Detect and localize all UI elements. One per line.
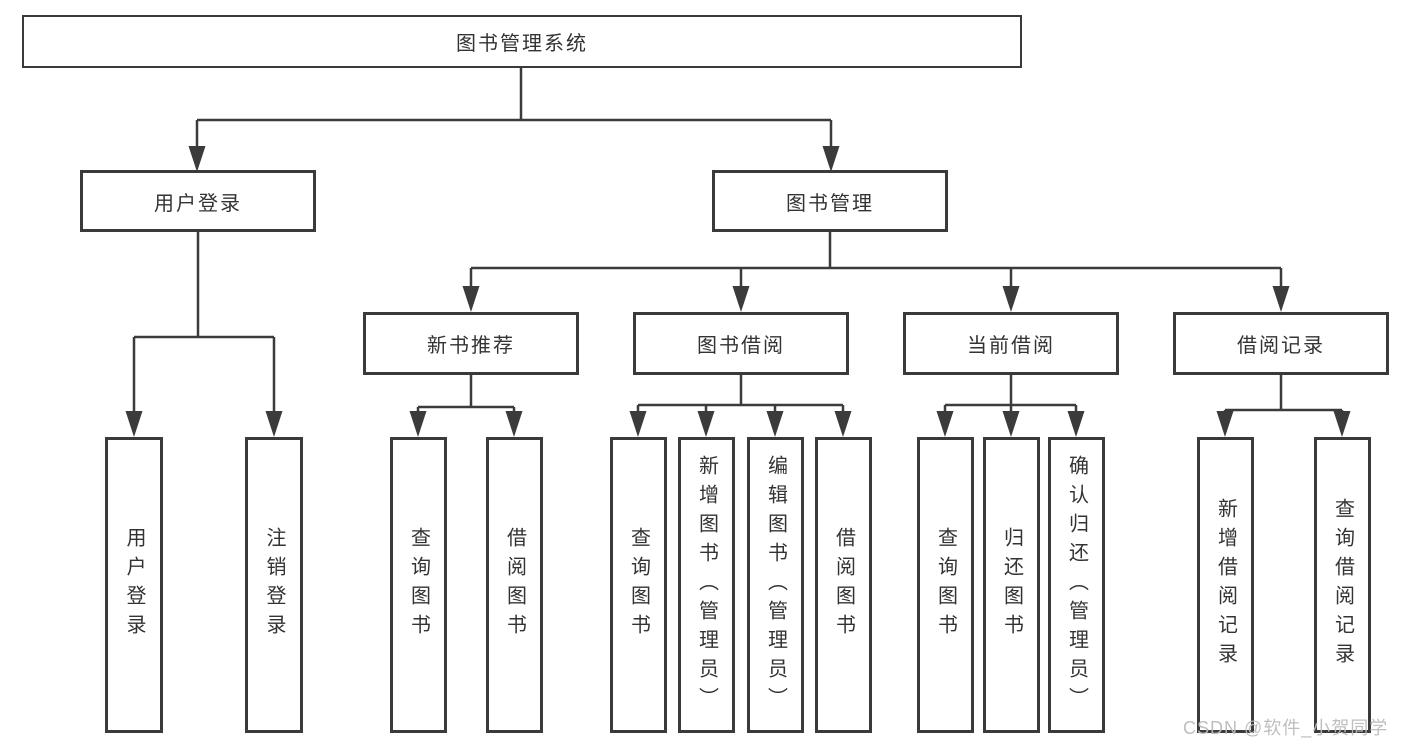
leaf-add-borrow-record: 新增借阅记录 xyxy=(1197,437,1254,733)
leaf-label: 确认归还（管理员） xyxy=(1065,454,1088,716)
connector-bookmgmt-to-level3 xyxy=(469,232,1283,292)
node-label: 用户登录 xyxy=(154,192,242,215)
leaf-logout: 注销登录 xyxy=(245,437,303,733)
leaf-label: 查询图书 xyxy=(407,527,430,643)
leaf-borrow-books: 借阅图书 xyxy=(815,437,872,733)
leaf-label: 新增图书（管理员） xyxy=(695,454,718,716)
leaf-label: 借阅图书 xyxy=(832,527,855,643)
leaf-label: 新增借阅记录 xyxy=(1214,498,1237,672)
leaf-query-books: 查询图书 xyxy=(390,437,447,733)
node-user-login: 用户登录 xyxy=(80,170,316,232)
csdn-watermark: CSDN @软件_小贺同学 xyxy=(1183,718,1389,738)
leaf-query-borrow-record: 查询借阅记录 xyxy=(1314,437,1371,733)
node-new-book-recommend: 新书推荐 xyxy=(363,312,579,375)
node-borrow-record: 借阅记录 xyxy=(1173,312,1389,375)
node-book-borrow: 图书借阅 xyxy=(633,312,849,375)
leaf-label: 查询借阅记录 xyxy=(1331,498,1354,672)
node-book-management: 图书管理 xyxy=(712,170,948,232)
leaf-label: 用户登录 xyxy=(123,527,145,643)
node-label: 图书管理系统 xyxy=(456,33,588,55)
leaf-user-login: 用户登录 xyxy=(105,437,163,733)
leaf-borrow-books: 借阅图书 xyxy=(486,437,543,733)
connector-root-to-level2 xyxy=(195,68,833,150)
leaf-return-books: 归还图书 xyxy=(983,437,1040,733)
leaf-label: 注销登录 xyxy=(263,527,285,643)
node-label: 图书借阅 xyxy=(697,335,785,357)
leaf-query-books: 查询图书 xyxy=(610,437,667,733)
node-library-management-system: 图书管理系统 xyxy=(22,15,1022,68)
node-label: 新书推荐 xyxy=(427,335,515,357)
node-current-borrow: 当前借阅 xyxy=(903,312,1119,375)
connector-borrowrecord-to-leaves xyxy=(1223,375,1344,416)
leaf-label: 编辑图书（管理员） xyxy=(764,454,787,716)
connector-currentborrow-to-leaves xyxy=(943,375,1078,416)
leaf-query-books: 查询图书 xyxy=(917,437,974,733)
leaf-edit-books-admin: 编辑图书（管理员） xyxy=(747,437,804,733)
leaf-label: 归还图书 xyxy=(1000,527,1023,643)
leaf-add-books-admin: 新增图书（管理员） xyxy=(678,437,735,733)
leaf-label: 借阅图书 xyxy=(503,527,526,643)
leaf-label: 查询图书 xyxy=(934,527,957,643)
connector-newbook-to-leaves xyxy=(416,375,516,416)
node-label: 借阅记录 xyxy=(1237,335,1325,357)
leaf-label: 查询图书 xyxy=(627,527,650,643)
connector-bookborrow-to-leaves xyxy=(636,375,845,416)
arrowheads xyxy=(125,146,1351,437)
connector-userlogin-to-leaves xyxy=(132,232,276,416)
node-label: 当前借阅 xyxy=(967,335,1055,357)
node-label: 图书管理 xyxy=(786,192,874,215)
leaf-confirm-return-admin: 确认归还（管理员） xyxy=(1048,437,1105,733)
